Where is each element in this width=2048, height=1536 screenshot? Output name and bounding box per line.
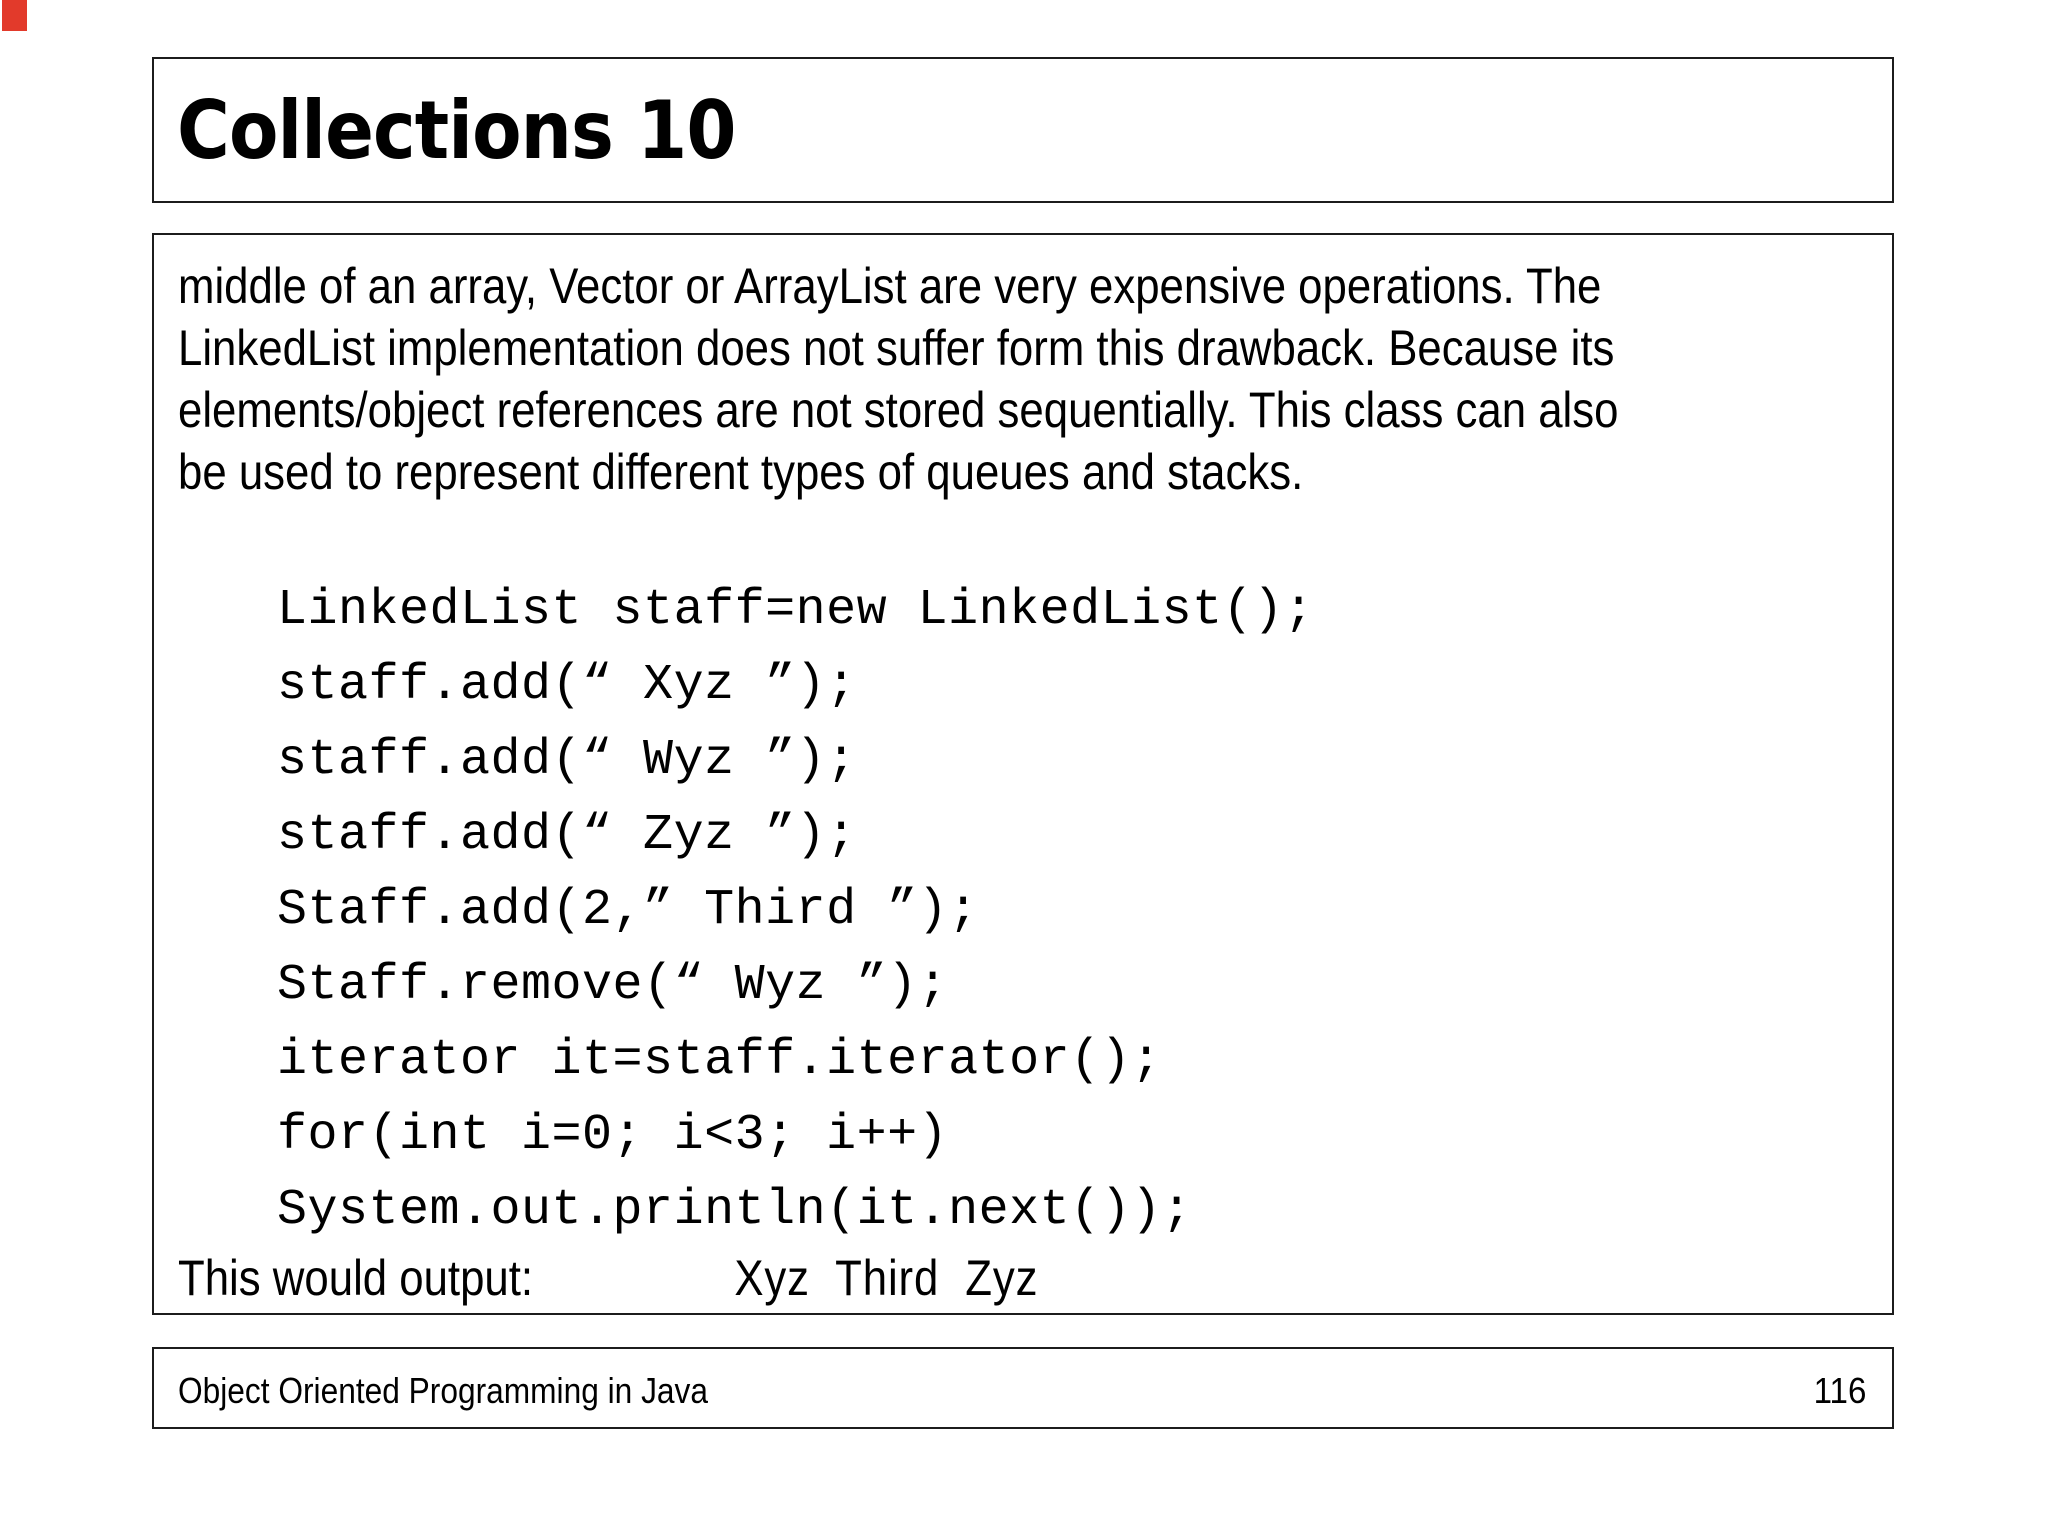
output-line: This would output: Xyz Third Zyz — [178, 1250, 1876, 1306]
footer-title: Object Oriented Programming in Java — [178, 1370, 708, 1411]
page-title: Collections 10 — [177, 83, 736, 177]
body-paragraph: middle of an array, Vector or ArrayList … — [178, 258, 1619, 500]
output-value: Xyz Third Zyz — [734, 1250, 1039, 1306]
code-block: LinkedList staff=new LinkedList(); staff… — [277, 582, 1315, 1239]
title-box: Collections 10 — [152, 57, 1894, 203]
footer-box: Object Oriented Programming in Java 116 — [152, 1347, 1894, 1429]
page-number: 116 — [1813, 1370, 1866, 1411]
output-label: This would output: — [178, 1250, 534, 1306]
red-marker — [2, 0, 27, 31]
content-box: middle of an array, Vector or ArrayList … — [152, 233, 1894, 1315]
